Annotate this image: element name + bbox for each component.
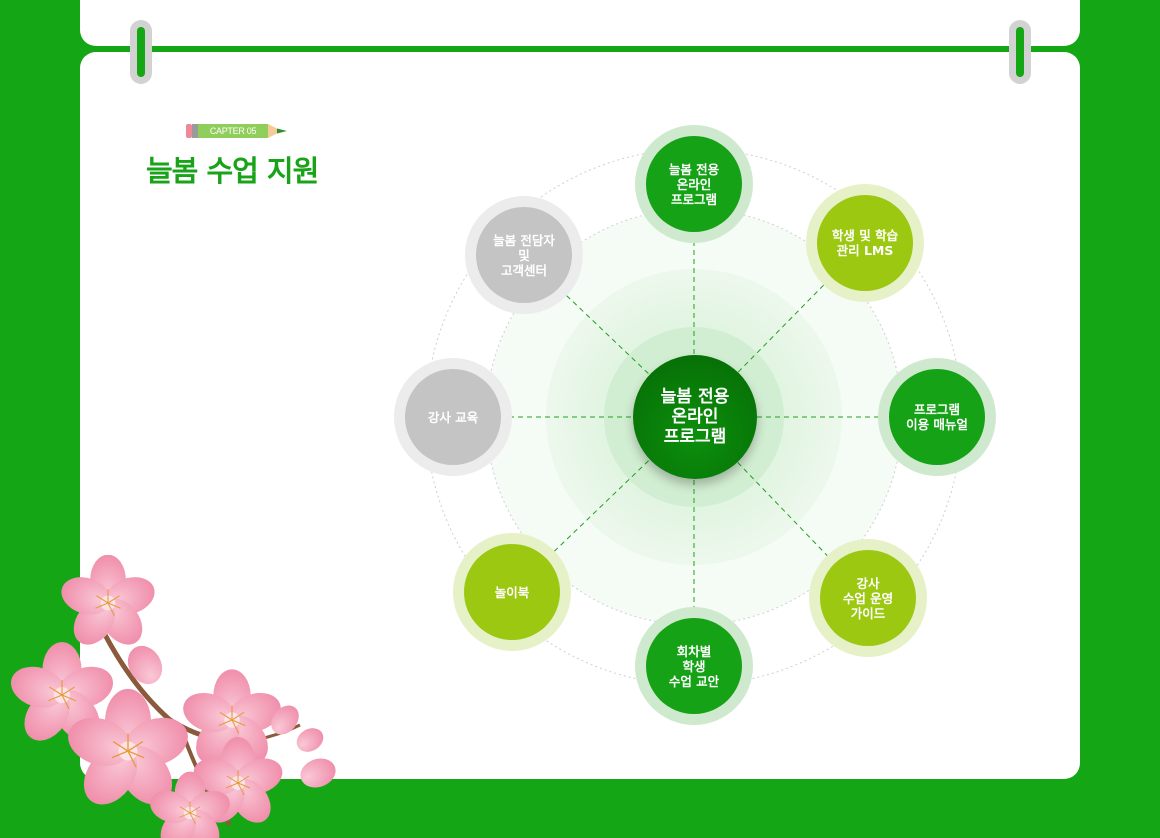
pencil-icon (186, 124, 287, 138)
node-lesson-plan: 회차별 학생 수업 교안 (646, 618, 742, 714)
node-instructor-training: 강사 교육 (405, 369, 501, 465)
node-guide: 강사 수업 운영 가이드 (820, 550, 916, 646)
top-card (80, 0, 1080, 46)
center-node: 늘봄 전용 온라인 프로그램 (633, 355, 757, 479)
binder-ring-left (130, 20, 152, 84)
binder-ring-right (1009, 20, 1031, 84)
cherry-blossom-decoration (5, 555, 336, 838)
chapter-label: CAPTER 05 (209, 126, 257, 136)
node-play-book: 놀이북 (464, 544, 560, 640)
node-manual: 프로그램 이용 매뉴얼 (889, 369, 985, 465)
node-lms: 학생 및 학습 관리 LMS (817, 195, 913, 291)
page-title: 늘봄 수업 지원 (146, 154, 319, 188)
node-online-program: 늘봄 전용 온라인 프로그램 (646, 136, 742, 232)
node-support-center: 늘봄 전담자 및 고객센터 (476, 207, 572, 303)
